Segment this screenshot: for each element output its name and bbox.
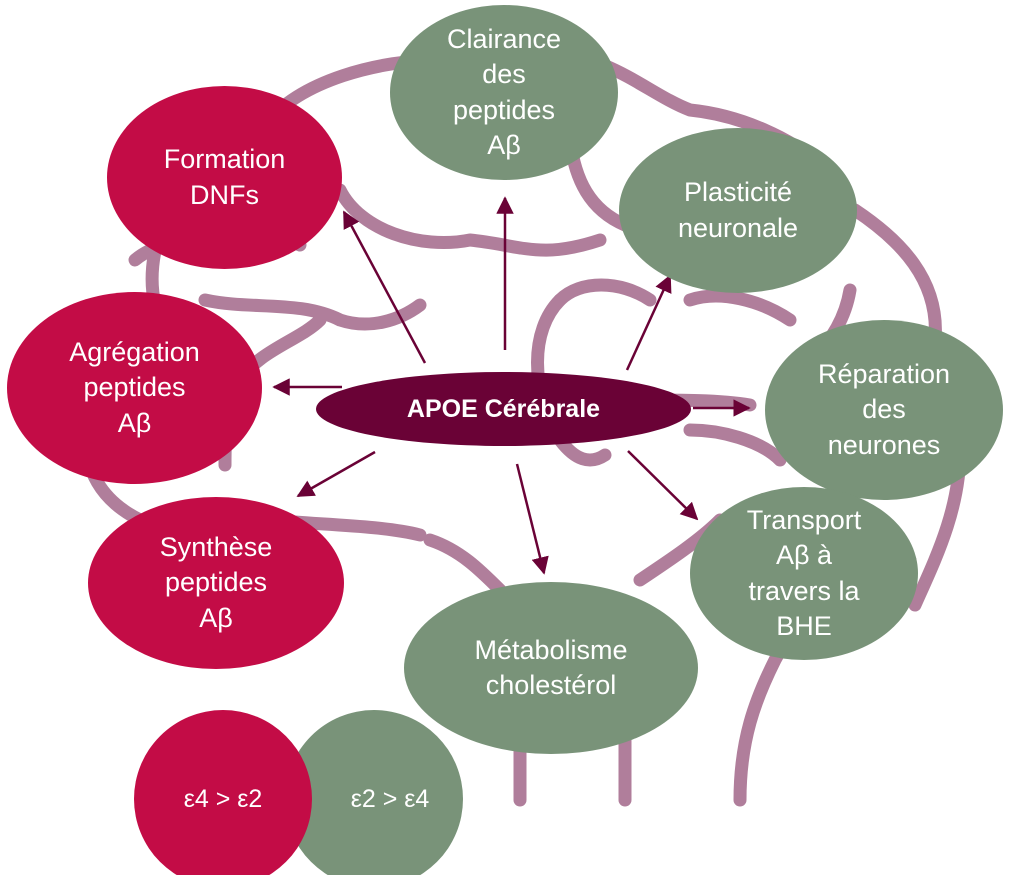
arrow-to-plasticite	[625, 274, 672, 371]
node-plasticite: Plasticité neuronale	[619, 128, 857, 293]
arrow-to-synthese	[296, 450, 376, 498]
node-reparation: Réparation des neurones	[765, 320, 1003, 500]
node-clairance: Clairance des peptides Aβ	[390, 5, 618, 180]
arrow-to-metabolisme	[515, 463, 549, 575]
node-transport: Transport Aβ à travers la BHE	[690, 487, 918, 660]
legend-risk: ε4 > ε2	[134, 710, 312, 875]
node-apoe-center: APOE Cérébrale	[316, 372, 691, 446]
legend-protective: ε2 > ε4	[285, 710, 463, 875]
arrow-to-formation	[342, 210, 427, 364]
node-synthese: Synthèse peptides Aβ	[88, 497, 344, 669]
node-formation-dnfs: Formation DNFs	[107, 86, 342, 269]
node-metabolisme: Métabolisme cholestérol	[404, 582, 698, 754]
arrow-to-transport	[627, 450, 699, 521]
node-agregation: Agrégation peptides Aβ	[7, 292, 262, 484]
